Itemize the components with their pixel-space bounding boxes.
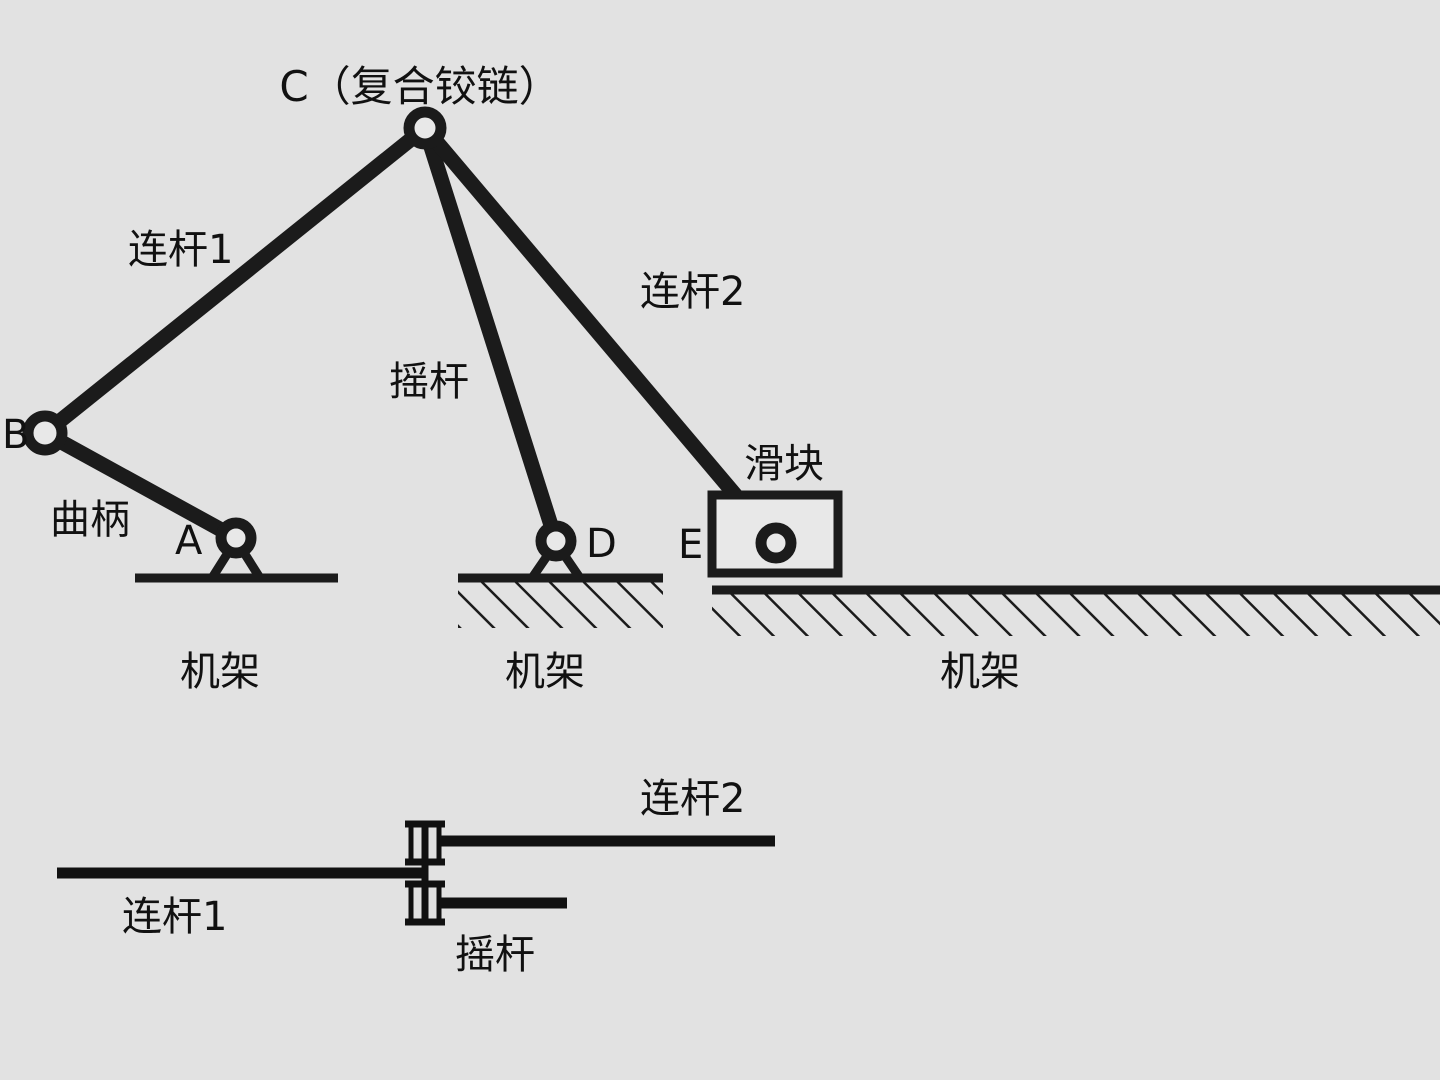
ground-label-d: 机架 xyxy=(505,649,585,695)
ground-label-e: 机架 xyxy=(940,649,1020,695)
joint-d-ring[interactable] xyxy=(535,520,577,562)
link-qubing-bar xyxy=(37,425,244,546)
ground-support-d xyxy=(458,535,663,628)
joint-b-ring[interactable] xyxy=(22,410,68,456)
ground-label-a: 机架 xyxy=(180,649,260,695)
ground-rail-e xyxy=(712,585,1440,636)
joint-label-e: E xyxy=(678,522,703,568)
title-compound-hinge: C（复合铰链） xyxy=(279,62,560,111)
joint-a-ring[interactable] xyxy=(215,517,257,559)
detail-label-yaogan: 摇杆 xyxy=(455,932,535,978)
compound-hinge-pin-symbol xyxy=(405,820,445,926)
detail-label-lianggan2: 连杆2 xyxy=(640,776,745,822)
link-lianggan1-bar xyxy=(37,120,433,441)
slider-label: 滑块 xyxy=(744,441,824,487)
link-label-lianggan2: 连杆2 xyxy=(640,269,745,315)
joint-label-a: A xyxy=(175,518,203,564)
joint-label-b: B xyxy=(2,412,29,458)
joint-c-ring[interactable] xyxy=(403,106,447,150)
detail-label-lianggan1: 连杆1 xyxy=(122,894,227,940)
link-lianggan2-bar xyxy=(417,120,784,551)
joint-e-ring[interactable] xyxy=(755,522,797,564)
link-yaogan-bar xyxy=(417,120,564,549)
link-label-qubing: 曲柄 xyxy=(50,497,130,543)
link-label-lianggan1: 连杆1 xyxy=(128,227,233,273)
joint-label-d: D xyxy=(586,521,617,567)
link-label-yaogan: 摇杆 xyxy=(389,359,469,405)
